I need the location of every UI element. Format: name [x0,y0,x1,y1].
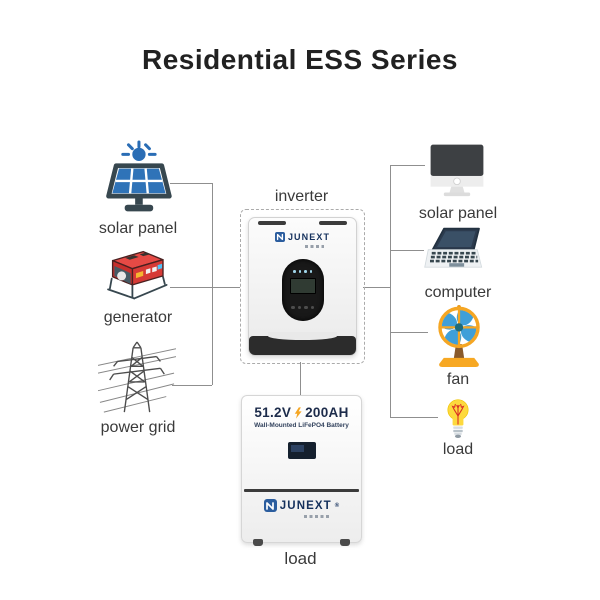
connector-line [172,385,212,386]
source-label-power-grid: power grid [100,419,176,436]
battery-caption: load [284,549,317,568]
inverter-device: JUNEXT [248,217,357,356]
battery-device: 51.2V 200AH Wall-Mounted LiFePO4 Battery… [241,395,362,546]
connector-line [390,417,438,418]
battery-spec-line: 51.2V 200AH [242,405,361,420]
battery-foot [253,539,263,546]
connector-line [390,250,424,251]
inverter-base [249,332,356,355]
inverter-dashed-frame [240,209,365,364]
battery-stripe [244,489,359,492]
fan-icon [438,304,480,367]
vent-strip [258,221,286,225]
source-label-generator: generator [103,309,173,326]
light-bulb-icon [447,399,469,438]
battery-brand-row: JUNEXT ® [242,499,361,512]
load-label-solar-panel: solar panel [418,205,498,222]
connector-line [363,287,390,288]
battery-brand-text: JUNEXT [279,499,332,512]
led-indicators [282,270,324,273]
solar-panel-icon [106,140,172,212]
connector-line [212,183,213,385]
lightning-icon [294,406,302,419]
battery-screen [287,442,316,459]
control-buttons [282,305,324,309]
load-label-load: load [442,441,474,458]
load-label-fan: fan [446,371,470,388]
battery-subtitle: Wall-Mounted LiFePO4 Battery [254,422,349,429]
computer-icon [424,227,483,268]
battery-voltage: 51.2V [254,405,292,420]
battery-foot [340,539,350,546]
junext-logo-icon [263,499,277,512]
connector-line [300,362,301,395]
junext-logo-icon [274,232,285,242]
load-label-computer: computer [424,284,492,301]
inverter-brand-row: JUNEXT [249,232,356,242]
connector-line [170,287,240,288]
connector-line [390,165,425,166]
page-title: Residential ESS Series [141,44,459,75]
power-grid-icon [98,341,176,413]
lcd-screen [289,278,316,294]
brand-subtext-blocks [305,245,324,248]
vent-strip [319,221,347,225]
connector-line [390,165,391,417]
connector-line [390,332,428,333]
registered-mark: ® [334,502,340,509]
inverter-brand-text: JUNEXT [287,232,331,242]
generator-icon [107,250,168,300]
source-label-solar-panel: solar panel [98,220,178,237]
battery-capacity: 200AH [305,405,349,420]
inverter-display [281,259,324,321]
inverter-caption: inverter [274,188,329,205]
connector-line [170,183,212,184]
brand-subtext-blocks [304,515,329,518]
monitor-icon [430,144,484,197]
